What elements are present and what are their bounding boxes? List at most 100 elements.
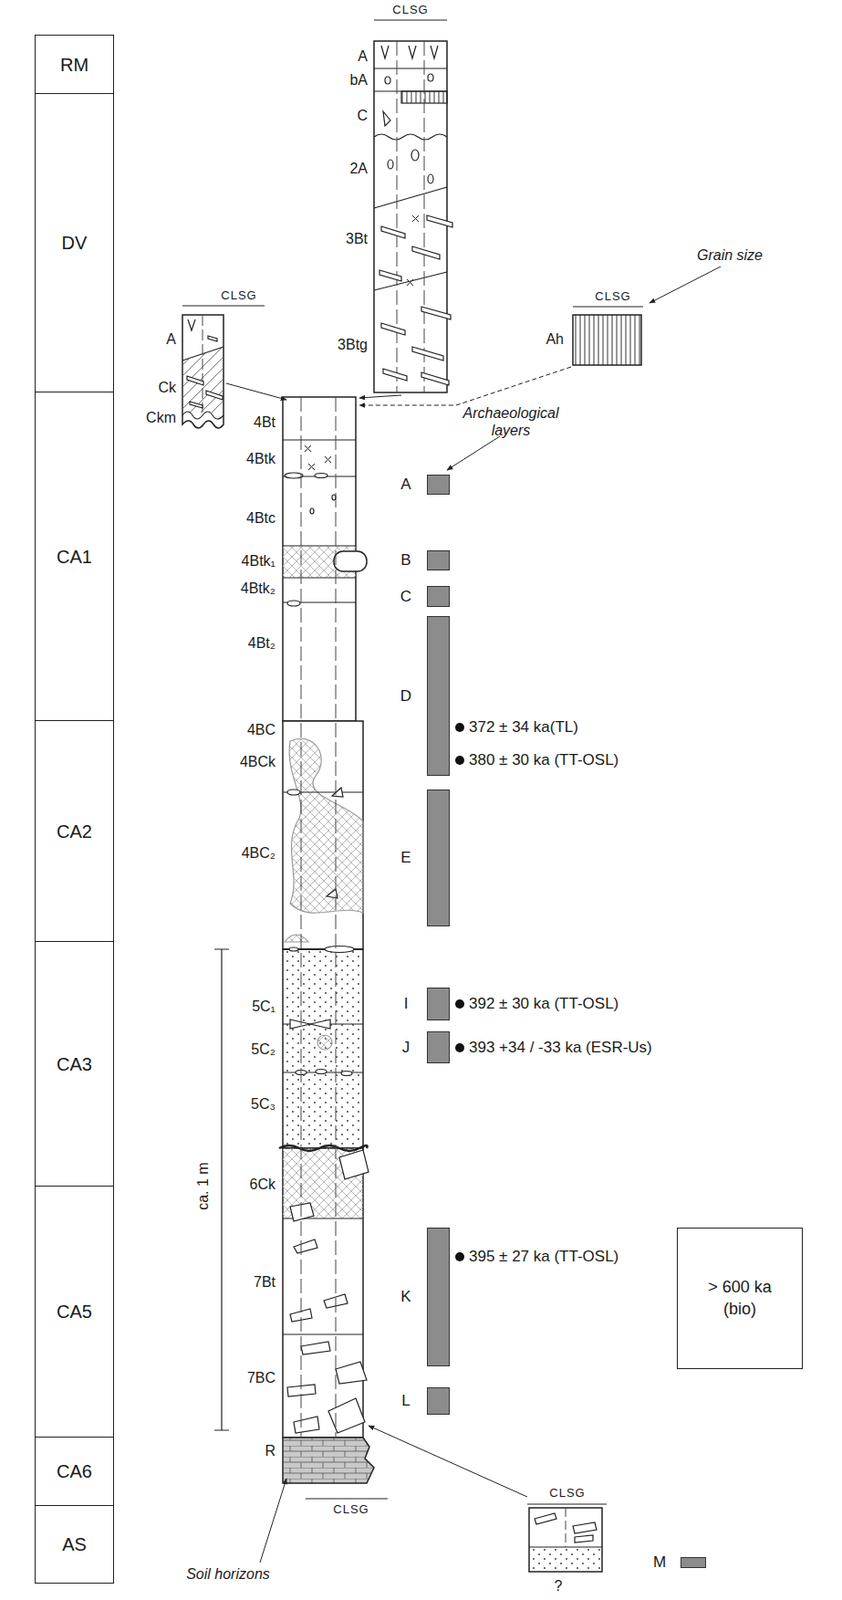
leader-arrow bbox=[359, 366, 572, 406]
layer-letter: J bbox=[390, 1038, 422, 1057]
leader-arrow bbox=[649, 266, 721, 303]
age-date: 395 ± 27 ka (TT-OSL) bbox=[468, 1247, 619, 1266]
soil-column bbox=[290, 1202, 314, 1221]
soil-column bbox=[332, 787, 344, 797]
age-date: 380 ± 30 ka (TT-OSL) bbox=[468, 750, 619, 770]
scale-bar bbox=[214, 948, 229, 1430]
soil-column bbox=[317, 1034, 333, 1050]
layer-bar bbox=[426, 789, 450, 926]
leader-arrow bbox=[226, 266, 721, 1562]
horizon-label: 5C₃ bbox=[250, 1094, 276, 1113]
soil-column bbox=[290, 1018, 331, 1029]
unit-label: RM bbox=[60, 53, 89, 76]
layer-letter: I bbox=[390, 994, 422, 1013]
soil-column bbox=[328, 1397, 365, 1433]
callout-note: Soil horizons bbox=[186, 1564, 271, 1582]
side-column bbox=[572, 314, 642, 365]
archaeological-layer: L bbox=[390, 1386, 450, 1414]
horizon-label: 4Btk bbox=[246, 449, 276, 468]
side-column bbox=[529, 1546, 603, 1571]
soil-column bbox=[293, 1238, 318, 1253]
side-column bbox=[529, 1507, 603, 1571]
side-column bbox=[534, 1512, 597, 1542]
layer-bar bbox=[426, 1386, 450, 1414]
age-box: > 600 ka (bio) bbox=[676, 1226, 803, 1369]
callout-note: Archaeological layers bbox=[451, 404, 571, 439]
layer-bar bbox=[426, 615, 450, 776]
horizon-label: 4BC bbox=[247, 720, 276, 739]
archaeological-layer: K bbox=[390, 1226, 450, 1366]
side-column bbox=[572, 314, 642, 365]
soil-column bbox=[324, 945, 354, 953]
unit-box: CA1 bbox=[34, 392, 115, 721]
scale-bar bbox=[214, 948, 229, 1430]
unit-label: CA3 bbox=[56, 1052, 93, 1075]
horizon-label: 4Btk₂ bbox=[240, 579, 276, 597]
scale-bar-label: ca. 1 m bbox=[193, 1162, 211, 1210]
date-dot bbox=[455, 1042, 465, 1052]
horizon-label: 2A bbox=[349, 159, 368, 177]
horizon-label: R bbox=[264, 1441, 276, 1459]
layer-bar bbox=[426, 987, 450, 1020]
archaeological-layer: D bbox=[390, 615, 450, 776]
archaeological-layer: B bbox=[390, 550, 450, 571]
age-date: 392 ± 30 ka (TT-OSL) bbox=[468, 994, 619, 1013]
layer-bar bbox=[426, 550, 450, 571]
soil-column bbox=[289, 738, 364, 913]
layer-bar bbox=[426, 1030, 450, 1063]
unit-label: CA6 bbox=[56, 1459, 93, 1482]
grain-size-scale: CLSG bbox=[549, 1485, 585, 1500]
soil-column bbox=[332, 494, 336, 500]
layer-letter: L bbox=[390, 1391, 422, 1410]
horizon-label: 3Btg bbox=[337, 335, 368, 354]
unit-box: AS bbox=[34, 1505, 115, 1583]
soil-column bbox=[301, 1340, 331, 1354]
side-column bbox=[202, 314, 204, 413]
layer-letter: M bbox=[644, 1552, 676, 1571]
horizon-label: A bbox=[357, 47, 368, 65]
unit-box: RM bbox=[34, 34, 115, 94]
archaeological-layer: C bbox=[390, 585, 450, 607]
horizon-label: 3Bt bbox=[345, 229, 368, 248]
soil-column bbox=[335, 1361, 367, 1383]
layer-letter: B bbox=[390, 550, 422, 570]
horizon-label: 4BCk bbox=[239, 752, 276, 770]
archaeological-layer: E bbox=[390, 789, 450, 926]
query-mark: ? bbox=[554, 1576, 563, 1594]
leader-arrow bbox=[259, 1477, 287, 1562]
layer-letter: E bbox=[390, 848, 422, 867]
date-dot bbox=[455, 998, 465, 1009]
soil-column bbox=[282, 439, 356, 603]
upper-column bbox=[374, 41, 453, 393]
soil-column bbox=[282, 1217, 364, 1334]
horizon-label: bA bbox=[349, 71, 368, 89]
horizon-label: C bbox=[356, 106, 368, 125]
upper-column bbox=[396, 41, 425, 393]
horizon-label: 4Btc bbox=[246, 509, 276, 527]
soil-column bbox=[287, 789, 301, 795]
layer-letter: A bbox=[390, 475, 422, 494]
soil-column bbox=[289, 946, 299, 951]
soil-column bbox=[287, 600, 301, 606]
grain-size-scale: CLSG bbox=[220, 288, 257, 303]
soil-column bbox=[282, 1147, 364, 1437]
leader-arrow bbox=[446, 436, 500, 470]
upper-column bbox=[374, 68, 447, 92]
date-dot bbox=[455, 722, 465, 1261]
upper-column bbox=[384, 76, 391, 84]
layer-bar bbox=[426, 585, 450, 607]
unit-box: CA5 bbox=[34, 1185, 115, 1437]
unit-label: DV bbox=[62, 231, 88, 254]
horizon-label: Ah bbox=[545, 330, 564, 348]
soil-column bbox=[293, 1415, 320, 1433]
age-date: 372 ± 34 ka(TL) bbox=[468, 717, 579, 737]
leader-arrow bbox=[226, 383, 287, 400]
upper-column bbox=[374, 41, 447, 393]
grain-size-scale: CLSG bbox=[594, 289, 631, 304]
layer-bar bbox=[426, 474, 450, 495]
unit-label: CA1 bbox=[56, 545, 93, 568]
grain-size-scale: CLSG bbox=[392, 2, 428, 18]
side-column bbox=[207, 335, 218, 342]
soil-column bbox=[301, 396, 336, 1437]
